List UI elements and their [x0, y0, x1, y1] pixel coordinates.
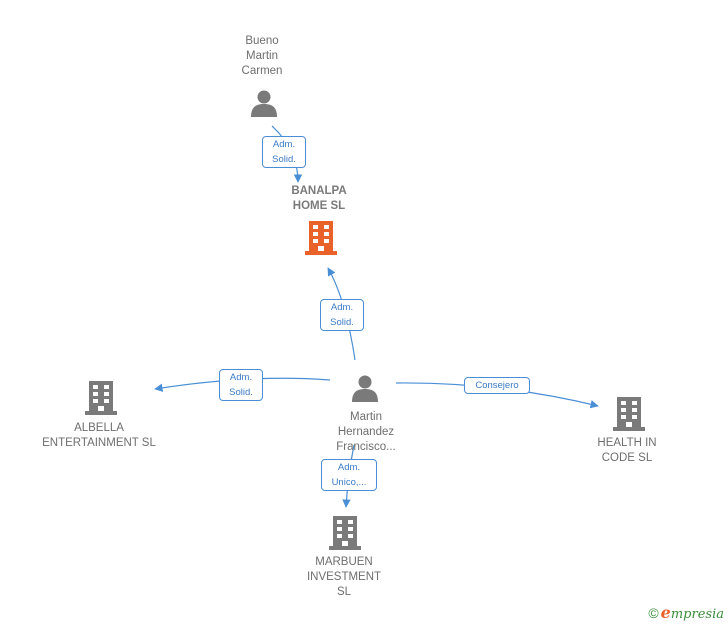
brand-initial: e — [660, 603, 671, 622]
edge-label-martin-albella[interactable]: Adm. Solid. — [219, 369, 263, 401]
person-icon[interactable] — [351, 374, 379, 402]
building-icon[interactable] — [329, 516, 361, 550]
person-icon[interactable] — [250, 89, 278, 117]
node-label-martin[interactable]: Martin Hernandez Francisco... — [336, 411, 396, 453]
edge-label-martin-marbuen[interactable]: Adm. Unico,... — [321, 459, 377, 491]
copyright-symbol: © — [648, 605, 659, 621]
edge-label-martin-health[interactable]: Consejero — [464, 377, 530, 394]
node-label-banalpa[interactable]: BANALPA HOME SL — [291, 185, 347, 212]
node-label-marbuen[interactable]: MARBUEN INVESTMENT SL — [306, 556, 382, 598]
building-icon[interactable] — [85, 381, 117, 415]
building-icon[interactable] — [305, 221, 337, 255]
node-label-bueno[interactable]: Bueno Martin Carmen — [241, 35, 283, 77]
edge-label-bueno-banalpa[interactable]: Adm. Solid. — [262, 136, 306, 168]
empresia-logo: ©empresia — [648, 603, 724, 622]
node-label-health[interactable]: HEALTH IN CODE SL — [597, 437, 657, 464]
brand-name: mpresia — [670, 607, 724, 622]
edge-label-martin-banalpa[interactable]: Adm. Solid. — [320, 299, 364, 331]
building-icon[interactable] — [613, 397, 645, 431]
node-label-albella[interactable]: ALBELLA ENTERTAINMENT SL — [42, 422, 156, 449]
